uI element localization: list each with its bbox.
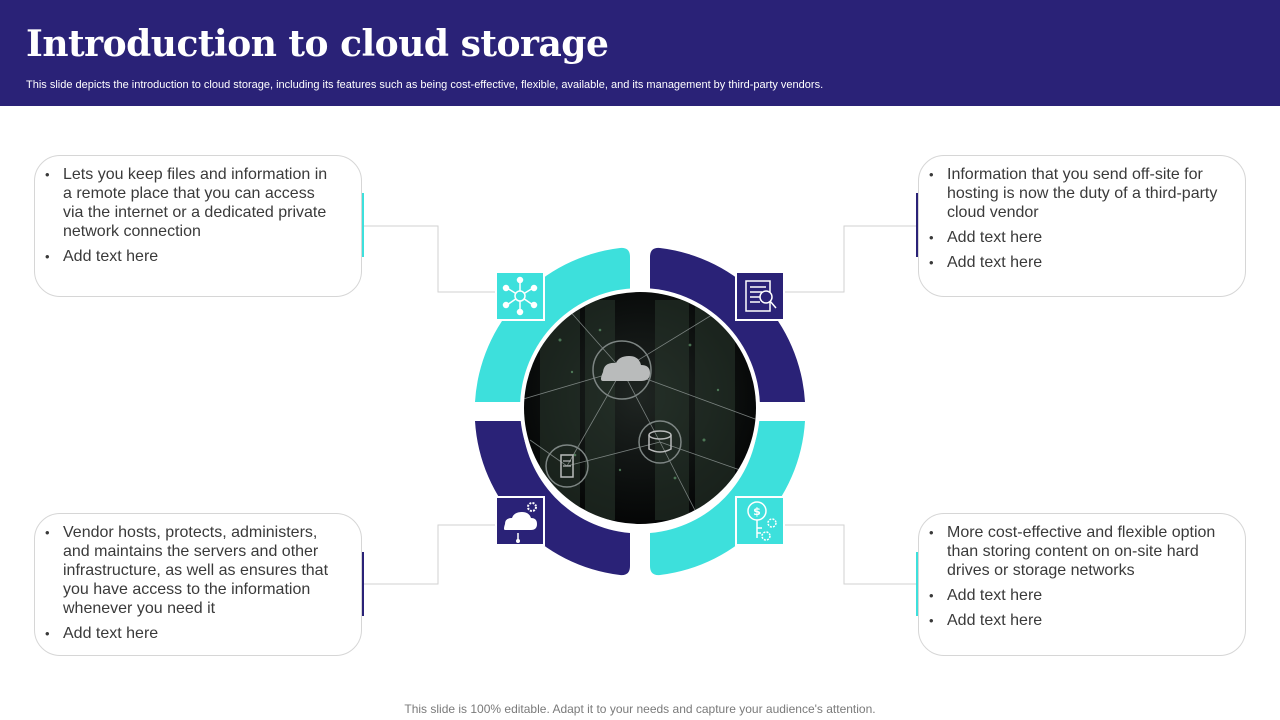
- card-accent-bottom-left: [361, 552, 364, 616]
- svg-text:$: $: [753, 505, 761, 518]
- card-bullet: More cost-effective and flexible option …: [929, 523, 1221, 580]
- page-title: Introduction to cloud storage: [26, 23, 609, 65]
- header-bar: Introduction to cloud storage This slide…: [0, 0, 1280, 106]
- card-bullet: Vendor hosts, protects, administers, and…: [45, 523, 337, 618]
- central-globe: [520, 288, 760, 528]
- card-bottom-left: Vendor hosts, protects, administers, and…: [34, 513, 362, 656]
- network-hub-icon: [495, 271, 545, 321]
- card-bullet: Add text here: [929, 228, 1221, 247]
- ring-segment-bottom-left: [475, 421, 630, 576]
- card-bullet: Information that you send off-site for h…: [929, 165, 1221, 222]
- card-bullet: Add text here: [929, 586, 1221, 605]
- dollar-gear-icon: $: [735, 496, 785, 546]
- card-accent-bottom-right: [916, 552, 919, 616]
- ring-segment-top-right: [650, 247, 805, 402]
- card-bottom-right: More cost-effective and flexible option …: [918, 513, 1246, 656]
- ring-segment-bottom-right: [650, 421, 805, 576]
- ring-segment-top-left: [475, 247, 630, 402]
- cloud-icon: [592, 340, 652, 400]
- card-bullet: Add text here: [929, 611, 1221, 630]
- cloud-settings-icon: [495, 496, 545, 546]
- card-top-right: Information that you send off-site for h…: [918, 155, 1246, 297]
- database-icon: [638, 420, 682, 464]
- server-icon: [545, 444, 589, 488]
- footer-note: This slide is 100% editable. Adapt it to…: [404, 702, 876, 716]
- connector-lines: [362, 225, 918, 585]
- card-bullet: Add text here: [45, 247, 337, 266]
- card-bullet: Add text here: [45, 624, 337, 643]
- document-search-icon: [735, 271, 785, 321]
- card-top-left: Lets you keep files and information in a…: [34, 155, 362, 297]
- page-subtitle: This slide depicts the introduction to c…: [26, 79, 824, 91]
- card-bullet: Lets you keep files and information in a…: [45, 165, 337, 241]
- card-accent-top-right: [916, 193, 919, 257]
- card-accent-top-left: [361, 193, 364, 257]
- card-bullet: Add text here: [929, 253, 1221, 272]
